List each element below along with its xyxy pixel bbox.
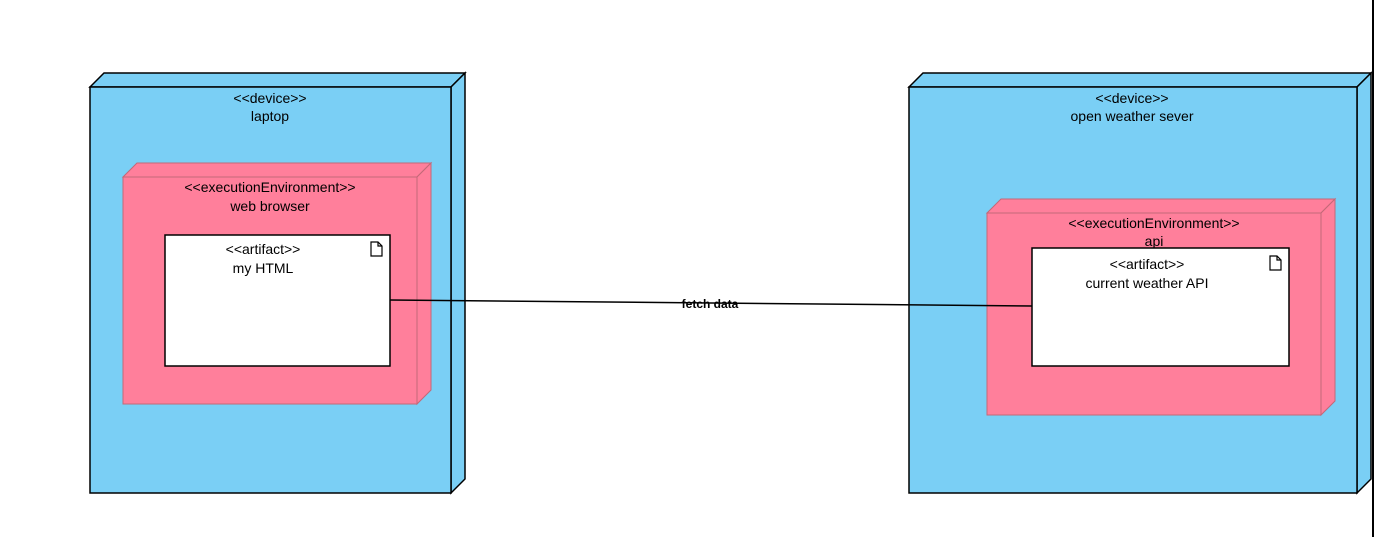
connection-label: fetch data (682, 297, 739, 311)
artifact-stereotype: <<artifact>> (226, 241, 301, 257)
device-node-laptop[interactable]: <<device>> laptop <<executionEnvironment… (88, 71, 467, 495)
artifact-my-html[interactable]: <<artifact>> my HTML (164, 234, 391, 367)
artifact-box (1031, 247, 1290, 367)
device-stereotype: <<device>> (233, 90, 306, 106)
connection-fetch-data[interactable]: fetch data (389, 297, 1033, 311)
environment-node-api[interactable]: <<executionEnvironment>> api <<artifact>… (985, 197, 1337, 417)
connection-line (389, 299, 1033, 307)
artifact-box (164, 234, 391, 367)
environment-node-web-browser[interactable]: <<executionEnvironment>> web browser <<a… (121, 161, 433, 406)
device-side-face (1356, 71, 1372, 495)
environment-top-face (985, 198, 1337, 214)
document-icon (370, 241, 383, 257)
artifact-name: current weather API (1086, 275, 1209, 291)
environment-side-face (416, 161, 432, 406)
device-top-face (907, 72, 1373, 88)
device-stereotype: <<device>> (1095, 90, 1168, 106)
environment-top-face (121, 162, 433, 178)
artifact-name: my HTML (233, 260, 294, 276)
environment-name: api (1145, 233, 1164, 249)
environment-name: web browser (229, 198, 310, 214)
document-icon (1269, 255, 1282, 271)
device-name: laptop (251, 108, 289, 124)
device-top-face (88, 72, 467, 88)
device-name: open weather sever (1071, 108, 1194, 124)
environment-stereotype: <<executionEnvironment>> (1068, 215, 1239, 231)
environment-stereotype: <<executionEnvironment>> (184, 179, 355, 195)
environment-side-face (1320, 197, 1336, 417)
device-node-open-weather-server[interactable]: <<device>> open weather sever <<executio… (907, 71, 1373, 495)
artifact-current-weather-api[interactable]: <<artifact>> current weather API (1031, 247, 1290, 367)
device-side-face (450, 71, 466, 495)
artifact-stereotype: <<artifact>> (1110, 256, 1185, 272)
